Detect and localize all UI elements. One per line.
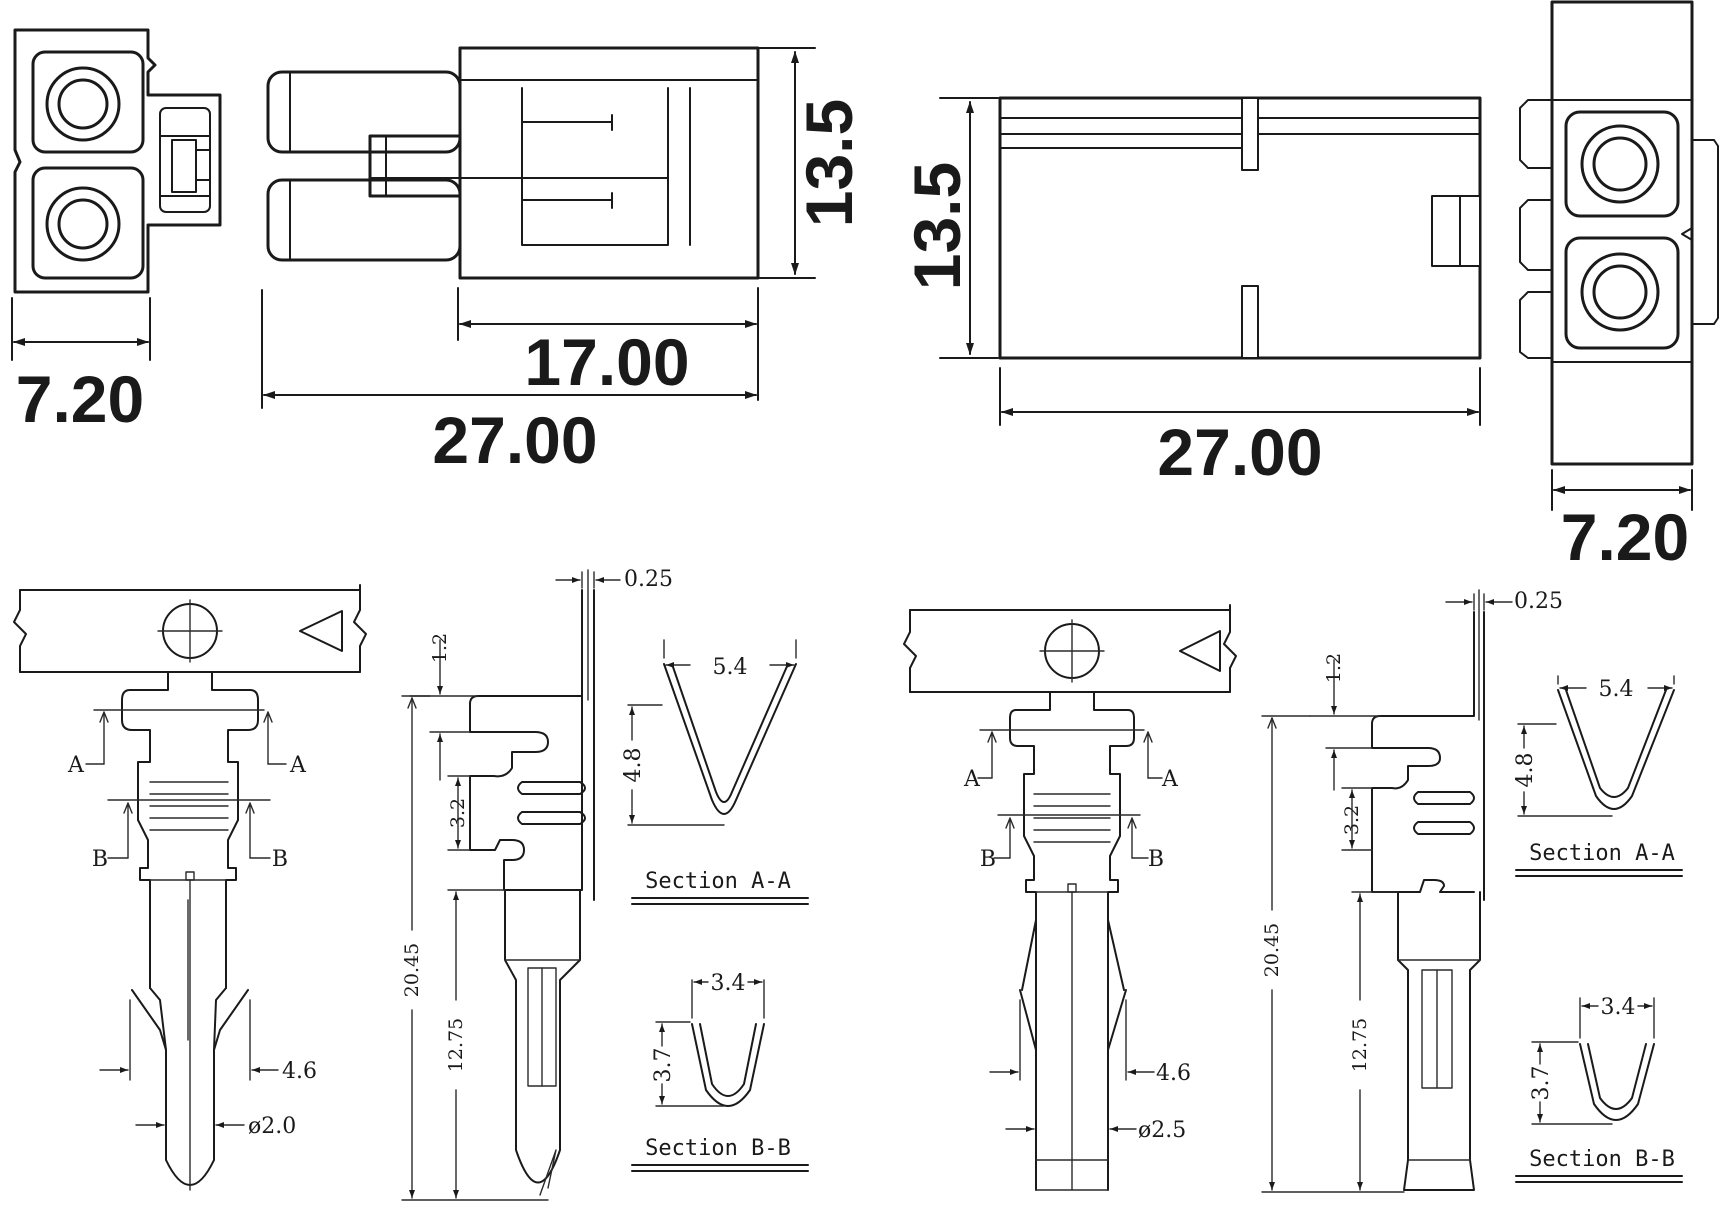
dim-inner-length (457, 287, 759, 401)
aa-title-left: Section A-A (645, 869, 791, 894)
f-section-a-right-label: A (1161, 767, 1179, 792)
male-total-label: 20.45 (401, 943, 423, 997)
length-label-right: 27.00 (1157, 415, 1322, 489)
dim-male-total (401, 695, 549, 1201)
height-label-left: 13.5 (792, 99, 866, 227)
terminal-female-side (1371, 589, 1485, 1191)
male-tab-label: 1.2 (429, 633, 451, 663)
female-thickness-label: 0.25 (1514, 589, 1563, 614)
female-pin-label: ø2.5 (1138, 1118, 1186, 1143)
bb-title-right: Section B-B (1529, 1147, 1675, 1172)
bb-width-right: 3.4 (1601, 995, 1636, 1020)
dim-male-width (99, 999, 279, 1081)
male-thickness-label: 0.25 (624, 567, 673, 592)
female-total-label: 20.45 (1261, 923, 1283, 977)
female-pin-length-label: 12.75 (1349, 1018, 1371, 1072)
bb-height-left: 3.7 (651, 1048, 676, 1083)
aa-height-left: 4.8 (621, 748, 646, 783)
housing-end-view-right (1519, 0, 1719, 466)
female-tab-label: 1.2 (1323, 653, 1345, 683)
dim-male-pin-length (447, 889, 506, 1199)
male-width-label: 4.6 (282, 1059, 317, 1084)
length-label-left: 27.00 (432, 403, 597, 477)
dim-width-right (1551, 469, 1693, 511)
dim-male-thickness (555, 571, 621, 589)
section-a-right-label: A (289, 753, 307, 778)
section-bb-right (1531, 997, 1655, 1125)
section-aa-right (1517, 675, 1675, 817)
terminal-male-front (13, 584, 367, 1191)
dim-length-left (261, 289, 757, 409)
f-section-a-left-label: A (963, 767, 981, 792)
dim-female-pin-length (1351, 891, 1399, 1191)
aa-width-left: 5.4 (713, 655, 748, 680)
inner-length-label: 17.00 (524, 325, 689, 399)
bb-height-right: 3.7 (1529, 1066, 1554, 1101)
height-label-right: 13.5 (900, 162, 974, 290)
aa-width-right: 5.4 (1599, 677, 1634, 702)
section-aa-left (627, 639, 797, 826)
dim-height-left (757, 47, 816, 279)
section-b-left-label: B (92, 847, 108, 872)
width-label-right: 7.20 (1561, 500, 1689, 574)
bb-title-left: Section B-B (645, 1136, 791, 1161)
dim-female-tab (1309, 659, 1381, 791)
male-pin-length-label: 12.75 (445, 1018, 467, 1072)
male-pin-label: ø2.0 (248, 1114, 296, 1139)
terminal-female-front (903, 604, 1237, 1191)
f-section-b-left-label: B (980, 847, 996, 872)
female-crimp-label: 3.2 (1341, 805, 1363, 835)
dim-male-crimp (447, 775, 471, 851)
female-width-label: 4.6 (1156, 1061, 1191, 1086)
dim-height-right (939, 97, 999, 359)
dim-female-width (989, 999, 1155, 1081)
width-label-left: 7.20 (16, 362, 144, 436)
dim-female-thickness (1445, 593, 1513, 611)
bb-width-left: 3.4 (711, 971, 746, 996)
section-b-right-label: B (272, 847, 288, 872)
male-crimp-label: 3.2 (447, 798, 469, 828)
housing-end-view-left (13, 28, 222, 294)
section-a-left-label: A (67, 753, 85, 778)
aa-title-right: Section A-A (1529, 841, 1675, 866)
section-bb-left (655, 979, 765, 1107)
aa-height-right: 4.8 (1513, 753, 1538, 788)
housing-side-view-left (266, 46, 760, 280)
dim-width-left (11, 297, 151, 361)
section-markers-female (977, 729, 1163, 859)
terminal-male-side (469, 569, 595, 1196)
f-section-b-right-label: B (1148, 847, 1164, 872)
section-markers-male (85, 709, 287, 859)
dim-female-crimp (1341, 787, 1373, 851)
housing-side-view-right (998, 96, 1482, 360)
dim-female-total (1261, 715, 1405, 1193)
dim-length-right (999, 367, 1481, 426)
